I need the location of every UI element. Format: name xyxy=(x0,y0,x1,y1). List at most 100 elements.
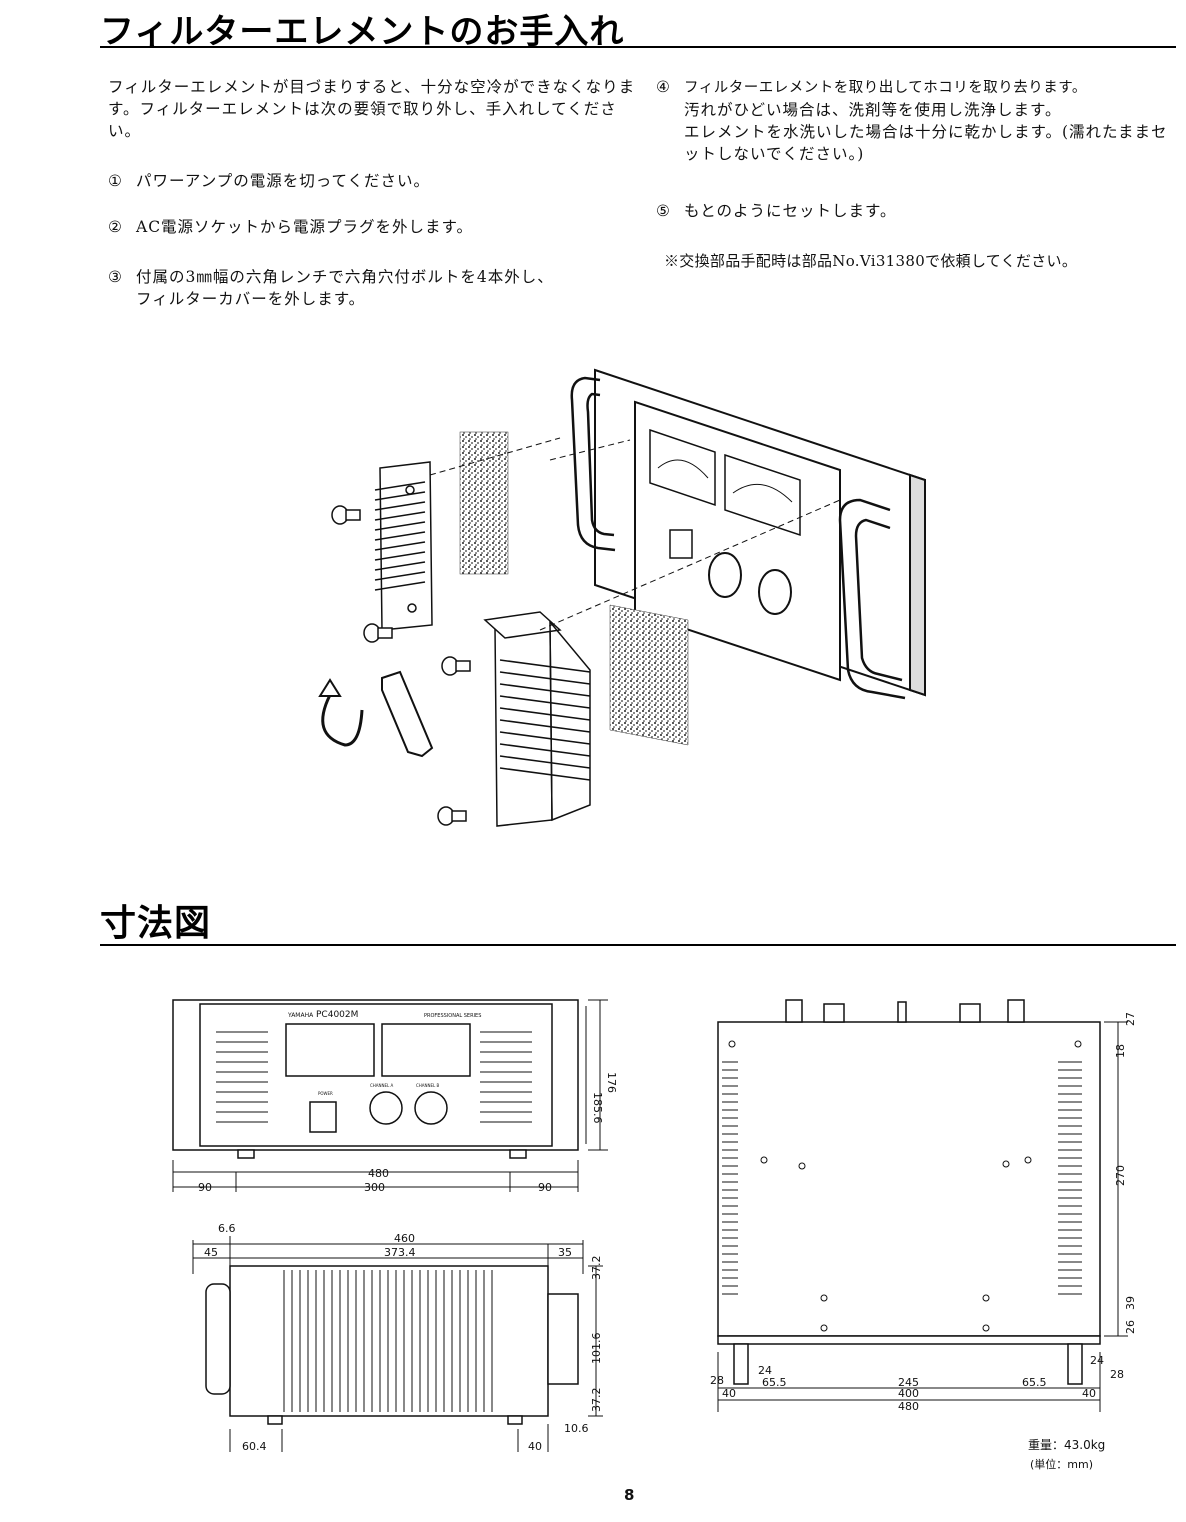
dim-400: 400 xyxy=(898,1387,919,1400)
dim-245: 245 xyxy=(898,1376,919,1389)
step-4: ④ フィルターエレメントを取り出してホコリを取り去ります。 汚れがひどい場合は、洗… xyxy=(656,76,1180,165)
filter-exploded-illustration xyxy=(318,368,926,827)
filter-cover-upper xyxy=(374,461,433,631)
side-body-outline xyxy=(229,1265,549,1417)
dim-37-2-bottom: 37.2 xyxy=(590,1388,603,1413)
step-4-line3: エレメントを水洗いした場合は十分に乾かします。(濡れたままセットしないでください… xyxy=(684,123,1168,163)
step-2-number: ② xyxy=(108,218,123,236)
step-4-line2: 汚れがひどい場合は、洗剤等を使用し洗浄します。 xyxy=(684,101,1062,119)
rotation-arrow-icon xyxy=(321,694,364,747)
heatsink-right xyxy=(1058,1061,1082,1295)
dim-90-left: 90 xyxy=(198,1181,212,1192)
rear-terminal xyxy=(1007,999,1025,1023)
dim-27: 27 xyxy=(1124,1012,1137,1026)
side-foot xyxy=(507,1415,523,1425)
section-title-filter-care: フィルターエレメントのお手入れ xyxy=(100,12,625,52)
side-foot xyxy=(267,1415,283,1425)
rotation-arrowhead-icon xyxy=(318,678,342,697)
power-label: POWER xyxy=(318,1091,333,1096)
heatsink-left xyxy=(722,1061,738,1295)
dim-28-left: 28 xyxy=(710,1374,724,1387)
page-number: 8 xyxy=(624,1486,635,1504)
dim-480: 480 xyxy=(368,1167,389,1180)
dim-35: 35 xyxy=(558,1246,572,1259)
top-chassis-outline xyxy=(717,1021,1101,1337)
model-label: PC4002M xyxy=(316,1010,358,1020)
step-5: ⑤ もとのようにセットします。 xyxy=(656,200,1176,222)
dim-40-right: 40 xyxy=(1082,1387,1096,1400)
front-foot xyxy=(509,1149,527,1159)
step-1: ① パワーアンプの電源を切ってください。 xyxy=(108,170,638,192)
power-switch xyxy=(309,1101,337,1133)
channel-b-label: CHANNEL B xyxy=(416,1083,440,1088)
dim-460: 460 xyxy=(394,1232,415,1245)
dim-40-left: 40 xyxy=(722,1387,736,1400)
section-rule-1 xyxy=(100,46,1176,48)
replacement-note: ※交換部品手配時は部品No.Vi31380で依頼してください。 xyxy=(664,252,1078,270)
step-3-number: ③ xyxy=(108,268,123,286)
top-handle-stub xyxy=(733,1343,749,1385)
rack-handle-right xyxy=(838,498,906,700)
top-dimension-lines xyxy=(717,1021,1128,1412)
dim-480-top: 480 xyxy=(898,1400,919,1413)
step-4-line1: フィルターエレメントを取り出してホコリを取り去ります。 xyxy=(684,80,1087,96)
channel-b-knob xyxy=(414,1091,448,1125)
dim-24-right: 24 xyxy=(1090,1354,1104,1367)
section-rule-2 xyxy=(100,944,1176,946)
rear-connector-block xyxy=(547,1293,579,1385)
dim-373-4: 373.4 xyxy=(384,1246,416,1259)
dim-270: 270 xyxy=(1114,1165,1127,1186)
rear-terminal xyxy=(897,1001,907,1023)
step-3-line2: フィルターカバーを外します。 xyxy=(136,290,366,308)
step-1-text: パワーアンプの電源を切ってください。 xyxy=(136,172,431,190)
dim-28-right: 28 xyxy=(1110,1368,1124,1381)
dim-300: 300 xyxy=(364,1181,385,1192)
front-foot xyxy=(237,1149,255,1159)
dim-65-5-left: 65.5 xyxy=(762,1376,787,1389)
step-5-number: ⑤ xyxy=(656,202,671,220)
dim-60-4: 60.4 xyxy=(242,1440,267,1453)
channel-a-knob xyxy=(369,1091,403,1125)
side-view-drawing: 6.6 460 45 373.4 35 37.2 101.6 37.2 10.6… xyxy=(192,1222,603,1453)
step-1-number: ① xyxy=(108,172,123,190)
series-label: PROFESSIONAL SERIES xyxy=(424,1013,481,1019)
dim-65-5-right: 65.5 xyxy=(1022,1376,1047,1389)
rear-terminal xyxy=(959,1003,981,1023)
front-dimension-lines xyxy=(172,999,608,1192)
dim-18: 18 xyxy=(1114,1044,1127,1058)
dim-101-6: 101.6 xyxy=(590,1333,603,1365)
unit-label: (単位：mm) xyxy=(1030,1458,1094,1471)
dim-90-right: 90 xyxy=(538,1181,552,1192)
dim-37-2-top: 37.2 xyxy=(590,1256,603,1281)
front-view-drawing: YAMAHA PC4002M PROFESSIONAL SERIES CHANN… xyxy=(172,999,618,1192)
dim-39: 39 xyxy=(1124,1296,1137,1310)
intro-paragraph: フィルターエレメントが目づまりすると、十分な空冷ができなくなります。フィルターエ… xyxy=(108,78,636,140)
filter-cover-lower xyxy=(483,611,591,827)
step-3: ③ 付属の3㎜幅の六角レンチで六角穴付ボルトを4本外し、 フィルターカバーを外しま… xyxy=(108,266,648,310)
step-4-number: ④ xyxy=(656,78,671,96)
front-panel-edge xyxy=(717,1335,1101,1345)
step-5-text: もとのようにセットします。 xyxy=(684,202,897,220)
amplifier-front-panel xyxy=(594,368,926,697)
section-title-dimensions: 寸法図 xyxy=(100,903,212,944)
front-vent-right xyxy=(480,1031,532,1123)
dim-40: 40 xyxy=(528,1440,542,1453)
top-handle-stub xyxy=(1067,1343,1083,1385)
assembly-guide-lines xyxy=(429,437,841,631)
hex-bolt-icons xyxy=(331,505,471,826)
dim-26: 26 xyxy=(1124,1320,1137,1334)
dim-176: 176 xyxy=(605,1072,618,1093)
dim-45: 45 xyxy=(204,1246,218,1259)
rear-terminal xyxy=(823,1003,845,1023)
meter-b xyxy=(381,1023,471,1077)
front-vent-left xyxy=(216,1031,268,1123)
step-3-line1: 付属の3㎜幅の六角レンチで六角穴付ボルトを4本外し、 xyxy=(136,268,554,286)
rack-handle-left xyxy=(570,376,616,552)
meter-a xyxy=(285,1023,375,1077)
top-view-screws xyxy=(728,1040,1082,1332)
filter-element-lower xyxy=(609,604,689,746)
dim-185-6: 185.6 xyxy=(591,1092,604,1124)
dim-24-left: 24 xyxy=(758,1364,772,1377)
dim-6-6: 6.6 xyxy=(218,1222,236,1235)
